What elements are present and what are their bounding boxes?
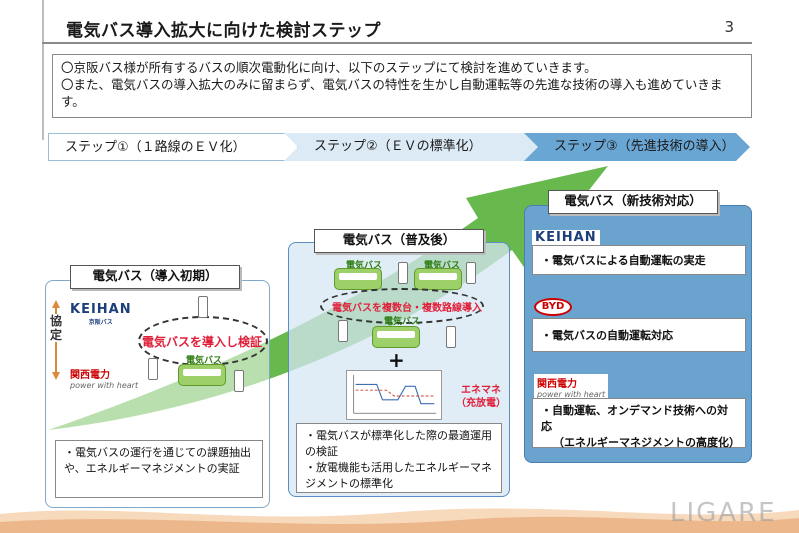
intro-box: 〇京阪バス様が所有するバスの順次電動化に向け、以下のステップにて検討を進めていき… xyxy=(52,54,752,118)
agreement-label: 協定 xyxy=(48,314,64,342)
panel-new-tech-note-3: ・自動運転、オンデマンド技術への対応 （エネルギーマネジメントの高度化） xyxy=(532,398,746,449)
byd-logo: BYD xyxy=(534,298,572,316)
panel-initial-title: 電気バス（導入初期） xyxy=(70,265,240,289)
left-rule xyxy=(42,0,44,140)
bus-label: 電気バス xyxy=(186,356,223,366)
note-line: ・自動運転、オンデマンド技術への対応 xyxy=(541,404,728,433)
charger-icon xyxy=(234,370,244,392)
step-1: ステップ①（１路線のＥＶ化） xyxy=(48,133,298,161)
multi-route-label: 電気バスを複数台・複数路線導入 xyxy=(332,303,482,314)
step-2: ステップ②（ＥＶの標準化） xyxy=(284,133,550,161)
energy-graph-image xyxy=(346,370,442,420)
energy-management-label: エネマネ （充放電） xyxy=(456,384,506,410)
bus-label: 電気バス xyxy=(346,261,383,271)
kansai-logo-sub: power with heart xyxy=(537,390,606,399)
step-3: ステップ③（先進技術の導入） xyxy=(524,133,750,161)
charger-icon xyxy=(198,296,208,318)
charger-icon xyxy=(446,326,456,348)
enemane-line-2: （充放電） xyxy=(456,398,506,409)
kansai-logo: 関西電力 power with heart xyxy=(534,374,609,400)
charger-icon xyxy=(148,358,158,380)
bus-icon xyxy=(414,268,462,290)
intro-line-1: 〇京阪バス様が所有するバスの順次電動化に向け、以下のステップにて検討を進めていき… xyxy=(61,60,597,75)
bus-icon xyxy=(334,268,382,290)
kansai-logo: 関西電力 power with heart xyxy=(70,366,138,390)
note-line: ・放電機能も活用したエネルギーマネジメントの標準化 xyxy=(305,461,492,490)
panel-new-tech-title: 電気バス（新技術対応） xyxy=(548,190,718,214)
keihan-logo: KEIHAN 京阪バス xyxy=(70,302,132,326)
verify-label: 電気バスを導入し検証 xyxy=(142,335,263,349)
kansai-logo-sub: power with heart xyxy=(70,381,139,390)
panel-new-tech-note-1: ・電気バスによる自動運転の実走 xyxy=(532,245,746,275)
bus-icon xyxy=(178,364,226,386)
note-line: ・電気バスが標準化した際の最適運用の検証 xyxy=(305,429,492,458)
plus-sign: + xyxy=(388,348,405,372)
intro-line-2: 〇また、電気バスの導入拡大のみに留まらず、電気バスの特性を生かし自動運転等の先進… xyxy=(61,77,723,109)
keihan-logo-text: KEIHAN xyxy=(535,230,597,245)
title-underline xyxy=(42,42,752,44)
charger-icon xyxy=(398,262,408,284)
enemane-line-1: エネマネ xyxy=(461,385,501,396)
keihan-logo-text: KEIHAN xyxy=(70,302,132,317)
title-area: 電気バス導入拡大に向けた検討ステップ 3 xyxy=(42,6,752,44)
panel-widespread-note: ・電気バスが標準化した際の最適運用の検証 ・放電機能も活用したエネルギーマネジメ… xyxy=(296,423,502,493)
page-title: 電気バス導入拡大に向けた検討ステップ xyxy=(66,21,381,41)
footer-wave-decoration xyxy=(0,508,799,533)
bus-icon xyxy=(372,326,420,348)
panel-initial-note: ・電気バスの運行を通じての課題抽出や、エネルギーマネジメントの実証 xyxy=(55,440,263,498)
step-arrows: ステップ①（１路線のＥＶ化） ステップ②（ＥＶの標準化） ステップ③（先進技術の… xyxy=(48,133,750,161)
charger-icon xyxy=(466,262,476,284)
bus-label: 電気バス xyxy=(384,317,421,327)
charger-icon xyxy=(338,320,348,342)
kansai-logo-text: 関西電力 xyxy=(70,370,110,381)
bus-label: 電気バス xyxy=(424,261,461,271)
panel-widespread-title: 電気バス（普及後） xyxy=(314,229,484,253)
panel-new-tech-note-2: ・電気バスの自動運転対応 xyxy=(532,318,746,352)
kansai-logo-text: 関西電力 xyxy=(537,379,577,390)
watermark: LIGARE xyxy=(670,498,777,528)
keihan-logo-sub: 京阪バス xyxy=(88,319,113,326)
note-line: （エネルギーマネジメントの高度化） xyxy=(553,436,740,449)
multi-route-ellipse xyxy=(320,288,484,324)
page-number: 3 xyxy=(724,18,734,36)
